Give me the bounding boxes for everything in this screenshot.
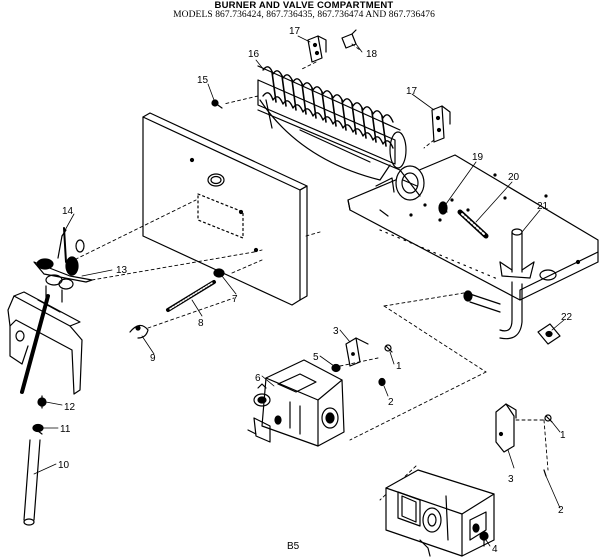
fitting-11 <box>32 423 44 435</box>
callout-15: 15 <box>197 75 209 86</box>
callout-2-lower: 2 <box>558 505 564 516</box>
burner-16 <box>257 65 407 181</box>
threaded-rod-8 <box>166 280 216 312</box>
callout-17-top: 17 <box>289 26 301 37</box>
bracket-17-right <box>431 105 451 143</box>
bracket-17-top <box>307 35 327 63</box>
callout-12: 12 <box>64 402 76 413</box>
gas-valve-6 <box>247 359 345 447</box>
callout-3-upper: 3 <box>333 326 339 337</box>
callout-7: 7 <box>232 294 238 305</box>
tube-10 <box>23 439 41 526</box>
page-footer-code: B5 <box>287 541 300 552</box>
manifold-21 <box>463 228 535 340</box>
callout-1-lower: 1 <box>560 430 566 441</box>
callout-leaders <box>33 35 565 547</box>
callout-4: 4 <box>492 544 498 555</box>
callout-21: 21 <box>537 201 549 212</box>
callout-18: 18 <box>366 49 378 60</box>
burner-shelf <box>347 154 599 301</box>
callout-8: 8 <box>198 318 204 329</box>
callout-2-upper: 2 <box>388 397 394 408</box>
rear-panel <box>142 112 308 306</box>
diagram-title: BURNER AND VALVE COMPARTMENT <box>214 0 394 11</box>
callout-9: 9 <box>150 353 156 364</box>
bracket-3-upper <box>345 337 369 367</box>
callout-17-right: 17 <box>406 86 418 97</box>
control-module <box>385 469 495 557</box>
thermocouple-14 <box>20 227 67 394</box>
callout-19: 19 <box>472 152 484 163</box>
spring-20 <box>457 209 489 239</box>
nut-7 <box>213 268 225 278</box>
pilot-assembly-13 <box>33 229 93 303</box>
callout-14: 14 <box>62 206 74 217</box>
pilot-bracket <box>7 291 83 395</box>
clip-9 <box>129 324 149 339</box>
air-shutter <box>395 165 425 201</box>
bracket-3-lower <box>495 403 517 453</box>
callout-22: 22 <box>561 312 573 323</box>
callout-16: 16 <box>248 49 260 60</box>
orifice-19 <box>438 201 448 215</box>
callout-11: 11 <box>60 424 71 435</box>
screw-4 <box>479 531 489 547</box>
bolt-1-upper <box>384 344 393 353</box>
callout-13: 13 <box>116 265 128 276</box>
callout-10: 10 <box>58 460 70 471</box>
callout-6: 6 <box>255 373 261 384</box>
callout-labels: 17 18 16 15 17 19 20 21 22 14 13 7 8 9 1… <box>58 26 573 555</box>
callout-20: 20 <box>508 172 520 183</box>
screw-15 <box>211 99 223 109</box>
callout-1-upper: 1 <box>396 361 402 372</box>
bolt-1-lower <box>544 414 553 423</box>
gasket-22 <box>537 323 561 345</box>
bolt-2-upper <box>378 377 386 387</box>
diagram-subtitle: MODELS 867.736424, 867.736435, 867.73647… <box>173 10 435 20</box>
callout-3-lower: 3 <box>508 474 514 485</box>
fitting-12 <box>37 395 47 409</box>
callout-5: 5 <box>313 352 319 363</box>
screw-2-lower <box>543 469 547 477</box>
